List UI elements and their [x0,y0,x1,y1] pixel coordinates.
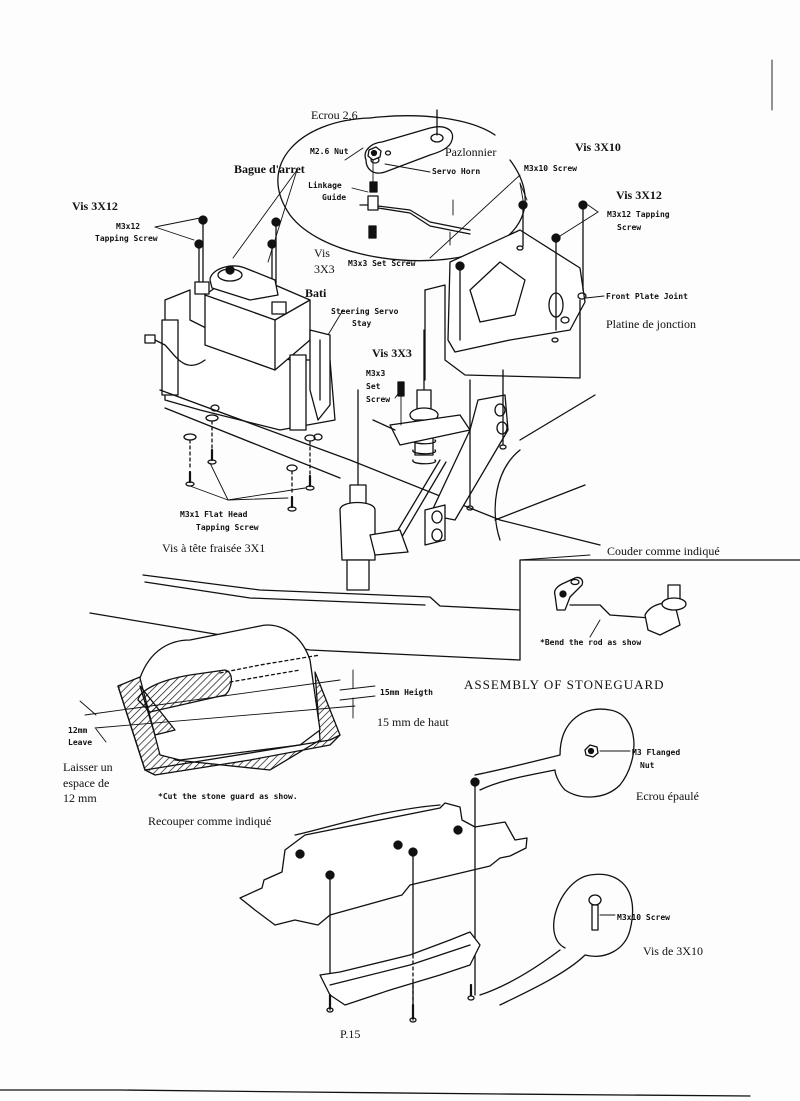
label-ecrou-epaule: Ecrou épaulé [636,789,699,803]
label-m3x12-tapping-right-2: Screw [617,223,642,232]
label-haut-15mm: 15 mm de haut [377,715,449,729]
label-couder-comme-indique: Couder comme indiqué [607,544,720,558]
label-m3x12-tapping-left-2: Tapping Screw [95,234,158,243]
section-divider [89,612,521,661]
label-m3-flanged-1: M3 Flanged [632,748,681,757]
label-m3x10-screw-top: M3x10 Screw [524,164,577,173]
label-m3x12-tapping-left-1: M3x12 [116,222,141,231]
label-bend-rod: *Bend the rod as show [540,638,642,647]
label-leave-12mm-2: Leave [68,738,93,747]
stoneguard-cut-diagram [79,624,376,776]
label-servo-horn: Servo Horn [432,167,481,176]
label-steering-servo-stay-2: Stay [352,319,372,328]
label-vis-3x3-a-1: Vis [314,246,330,260]
label-m3x3-set-b-1: M3x3 [366,369,386,378]
label-platine-de-jonction: Platine de jonction [606,317,696,331]
label-vis-3x12-right: Vis 3X12 [616,188,662,202]
label-vis-3x3-a-2: 3X3 [314,262,335,276]
label-m2-6-nut: M2.6 Nut [310,147,349,156]
chassis-plate [142,389,601,611]
label-m3x3-set-b-3: Screw [366,395,391,404]
page-number: P.15 [340,1027,361,1041]
page-bottom-rule [0,1089,751,1097]
flanged-nut-callout [474,708,635,798]
label-ecrou-2-6: Ecrou 2,6 [311,108,358,122]
label-laisser-3: 12 mm [63,791,97,805]
label-leave-12mm-1: 12mm [68,726,88,735]
leader-lines [154,147,431,399]
steering-linkage [339,329,596,591]
label-linkage-guide-1: Linkage [308,181,342,190]
label-steering-servo-stay-1: Steering Servo [331,307,399,316]
servo-horn-detail-callout [277,109,526,262]
label-m3x1-flat-1: M3x1 Flat Head [180,510,248,519]
section-title: ASSEMBLY OF STONEGUARD [464,677,665,692]
label-bati: Bati [305,286,327,300]
label-linkage-guide-2: Guide [322,193,347,202]
label-front-plate-joint: Front Plate Joint [606,292,688,301]
label-m3x3-set-b-2: Set [366,382,381,391]
label-m3x12-tapping-right-1: M3x12 Tapping [607,210,670,219]
label-m3-flanged-2: Nut [640,761,655,770]
label-vis-3x12-left: Vis 3X12 [72,199,118,213]
steering-servo-assembly [144,215,336,512]
label-m3x10-screw-bottom: M3x10 Screw [617,913,670,922]
screw-icon [455,200,588,341]
flat-head-screw-icon [185,448,315,512]
label-height-15mm: 15mm Heigth [380,688,433,697]
label-vis-de-3x10: Vis de 3X10 [643,944,703,958]
label-pazlonnier: Pazlonnier [445,145,497,159]
label-vis-3x10-top: Vis 3X10 [575,140,621,154]
bend-rod-detail-box [519,554,800,661]
label-bague-darret: Bague d'arret [234,162,305,176]
stoneguard-assembly [239,777,528,1023]
label-vis-3x3-b: Vis 3X3 [372,346,412,360]
label-laisser-1: Laisser un [63,760,113,774]
label-laisser-2: espace de [63,776,110,790]
label-m3x3-set-screw: M3x3 Set Screw [348,259,416,268]
label-recouper: Recouper comme indiqué [148,814,272,828]
label-vis-tete-fraisee: Vis à tête fraisée 3X1 [162,541,266,555]
label-m3x1-flat-2: Tapping Screw [196,523,259,532]
m3x10-screw-callout [479,873,634,1006]
front-plate-joint [424,174,605,381]
label-cut-stone-guard: *Cut the stone guard as show. [158,792,298,801]
